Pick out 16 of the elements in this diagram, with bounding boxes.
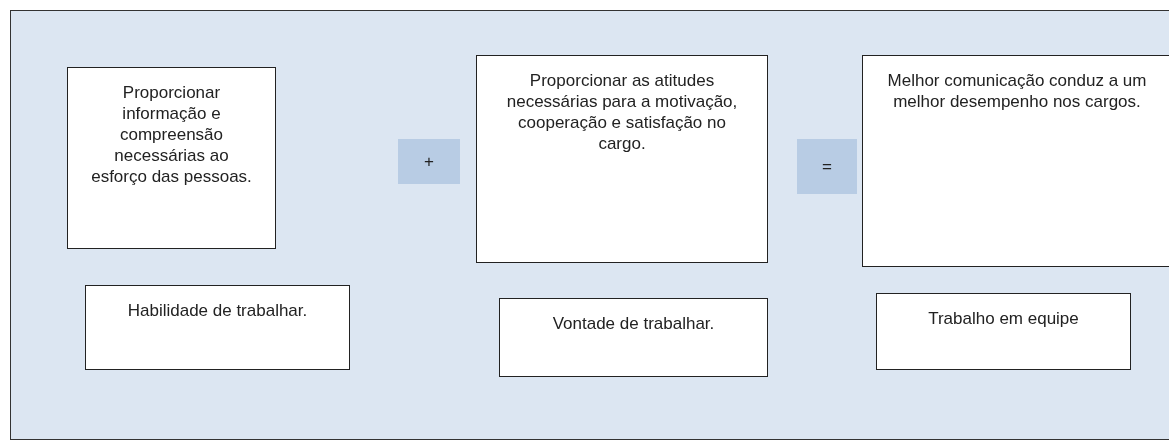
box-text: Proporcionar as atitudes necessárias para a motivação, cooperação e satisfação no cargo. (505, 70, 739, 154)
box-text: Vontade de trabalhar. (552, 313, 715, 334)
operator-box (797, 139, 857, 194)
text-box (67, 67, 276, 249)
operator-box (398, 139, 460, 184)
text-box (499, 298, 768, 377)
text-box (85, 285, 350, 370)
text-box (476, 55, 768, 263)
text-box (876, 293, 1131, 370)
box-text: Habilidade de trabalhar. (127, 300, 308, 321)
text-box (862, 55, 1169, 267)
box-text: Proporcionar informação e compreensão necessárias ao esforço das pessoas. (90, 82, 253, 187)
box-text: Melhor comunicação conduz a um melhor desempenho nos cargos. (886, 70, 1148, 112)
operator-sign: + (424, 151, 434, 172)
box-text: Trabalho em equipe (928, 308, 1079, 329)
operator-sign: = (822, 156, 832, 177)
